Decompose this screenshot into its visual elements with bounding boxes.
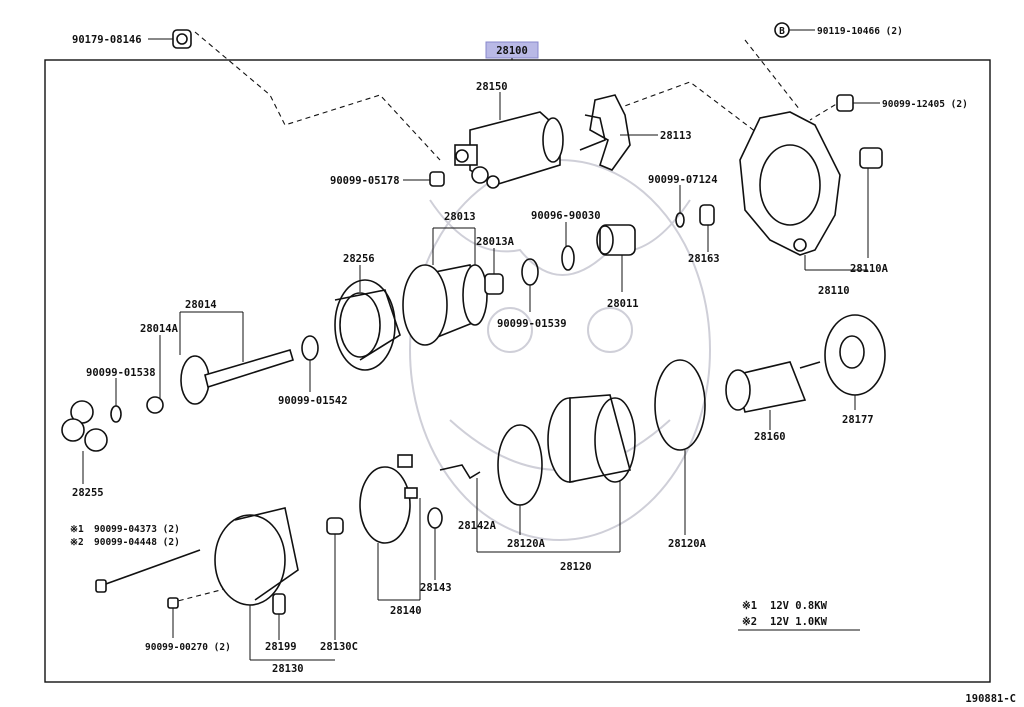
part-label-90099-00270[interactable]: 90099-00270 (2): [145, 642, 231, 653]
screw-90099-00270[interactable]: [167, 597, 179, 609]
end-frame-28130[interactable]: [214, 507, 299, 606]
legend-2-mark: ※2: [742, 616, 757, 628]
brush-28199[interactable]: [272, 593, 286, 615]
housing-28110[interactable]: [739, 111, 841, 256]
part-label-28199[interactable]: 28199: [265, 641, 297, 653]
nut-90099-12405[interactable]: [836, 94, 854, 112]
ref-letter-b: B: [779, 26, 785, 37]
legend-2-spec: 12V 1.0KW: [770, 616, 828, 628]
solenoid-28150[interactable]: [454, 111, 564, 189]
part-label-28120A-right[interactable]: 28120A: [668, 538, 707, 550]
part-label-28110A[interactable]: 28110A: [850, 263, 889, 275]
part-label-90096-90030[interactable]: 90096-90030: [531, 210, 601, 222]
part-label-28256[interactable]: 28256: [343, 253, 375, 265]
part-label-28130[interactable]: 28130: [272, 663, 304, 675]
lever-28113[interactable]: [579, 94, 631, 171]
part-label-28150[interactable]: 28150: [476, 81, 508, 93]
nut-90179-08146[interactable]: [172, 29, 192, 49]
bolt-variant-1-mark: ※1: [70, 524, 84, 535]
bearing-28013A[interactable]: [484, 273, 504, 295]
cover-28177[interactable]: [824, 314, 886, 396]
assembly-frame: [44, 59, 991, 683]
part-label-28120A-left[interactable]: 28120A: [507, 538, 546, 550]
bolt-variant-1-part[interactable]: 90099-04373 (2): [94, 524, 180, 535]
bushing-28163[interactable]: [699, 204, 715, 226]
part-label-28142A[interactable]: 28142A: [458, 520, 497, 532]
dash-leader-90099-00270: [169, 584, 241, 604]
part-label-90099-01542[interactable]: 90099-01542: [278, 395, 348, 407]
part-label-28177[interactable]: 28177: [842, 414, 874, 426]
pinion-28011[interactable]: [596, 224, 636, 256]
part-label-90179-08146[interactable]: 90179-08146: [72, 34, 142, 46]
washer-90099-01538[interactable]: [110, 405, 122, 423]
through-bolt[interactable]: [95, 549, 201, 593]
planet-gears-28255[interactable]: [61, 400, 108, 452]
part-label-90099-12405[interactable]: 90099-12405 (2): [882, 99, 968, 110]
o-ring-28120A-left[interactable]: [497, 424, 543, 506]
part-label-28113[interactable]: 28113: [660, 130, 692, 142]
snap-ring-90096-90030[interactable]: [561, 245, 575, 271]
part-label-90099-01539[interactable]: 90099-01539: [497, 318, 567, 330]
part-label-28013A[interactable]: 28013A: [476, 236, 515, 248]
dash-leader-90099-12405: [809, 99, 844, 121]
washer-90099-01542[interactable]: [301, 335, 319, 361]
figure-code: 190881-C: [965, 693, 1016, 705]
nut-90099-05178[interactable]: [429, 171, 445, 187]
part-label-28013[interactable]: 28013: [444, 211, 476, 223]
part-label-28014A[interactable]: 28014A: [140, 323, 179, 335]
part-label-28140[interactable]: 28140: [390, 605, 422, 617]
spring-28142A[interactable]: [439, 464, 481, 480]
spec-legend: ※1 12V 0.8KW ※2 12V 1.0KW: [738, 600, 860, 631]
dash-leader-90179: [194, 31, 441, 161]
field-frame-28120[interactable]: [547, 394, 636, 483]
dash-leader-28113: [599, 81, 761, 136]
part-label-90099-05178[interactable]: 90099-05178: [330, 175, 400, 187]
part-label-28014[interactable]: 28014: [185, 299, 217, 311]
part-label-90119-10466[interactable]: 90119-10466 (2): [817, 26, 903, 37]
bolt-variant-2-mark: ※2: [70, 537, 84, 548]
dash-leader-90119: [744, 39, 801, 111]
part-label-28160[interactable]: 28160: [754, 431, 786, 443]
washer-90099-01539[interactable]: [521, 258, 539, 286]
o-ring-28120A-right[interactable]: [654, 359, 706, 451]
legend-1-spec: 12V 0.8KW: [770, 600, 828, 612]
bolt-variant-2-part[interactable]: 90099-04448 (2): [94, 537, 180, 548]
part-label-28143[interactable]: 28143: [420, 582, 452, 594]
part-label-28130C[interactable]: 28130C: [320, 641, 358, 653]
armature-28160[interactable]: [725, 361, 821, 413]
yoke-28013[interactable]: [402, 264, 488, 346]
part-label-28163[interactable]: 28163: [688, 253, 720, 265]
internal-gear-28256[interactable]: [334, 279, 401, 371]
part-label-90099-07124[interactable]: 90099-07124: [648, 174, 718, 186]
legend-1-mark: ※1: [742, 600, 757, 612]
bushing-28110A[interactable]: [859, 147, 883, 169]
brush-holder-28140[interactable]: [359, 454, 418, 544]
spring-28143[interactable]: [427, 507, 443, 529]
part-label-28255[interactable]: 28255: [72, 487, 104, 499]
leader-lines: [82, 38, 880, 661]
part-label-28120[interactable]: 28120: [560, 561, 592, 573]
part-label-28110[interactable]: 28110: [818, 285, 850, 297]
bushing-28130C[interactable]: [326, 517, 344, 535]
assembly-label[interactable]: 28100: [496, 45, 528, 57]
part-label-90099-01538[interactable]: 90099-01538: [86, 367, 156, 379]
planetary-shaft-28014[interactable]: [146, 349, 294, 414]
part-label-28011[interactable]: 28011: [607, 298, 639, 310]
